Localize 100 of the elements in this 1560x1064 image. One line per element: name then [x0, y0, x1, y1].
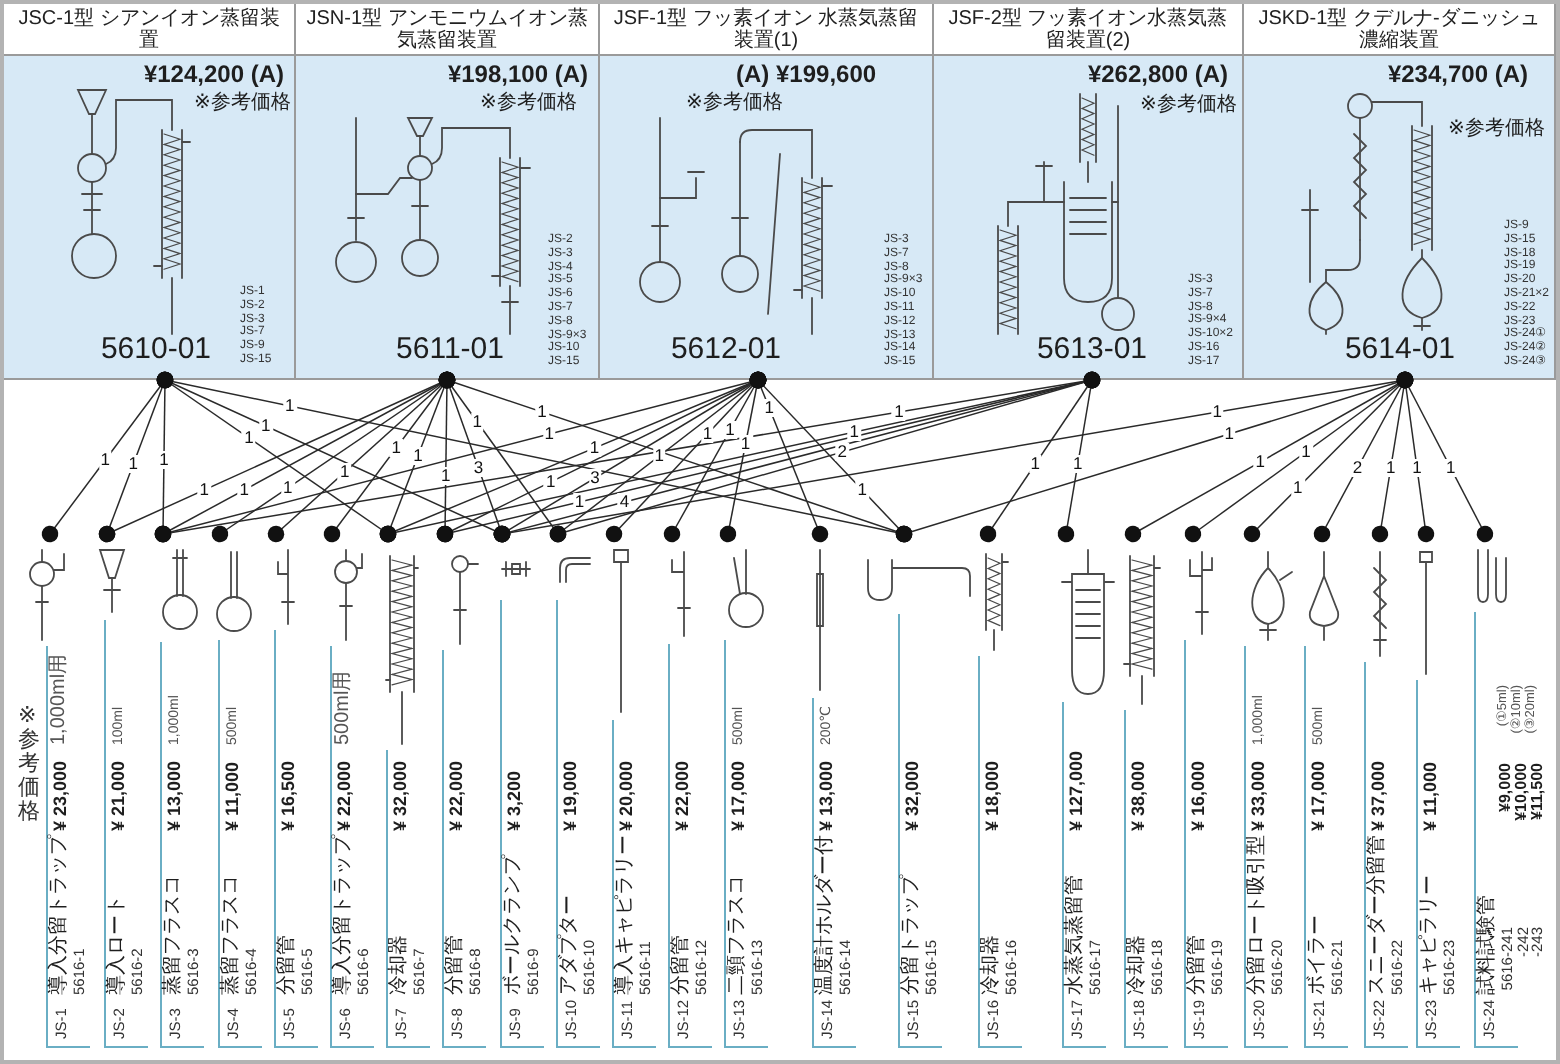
- price-note: ※参考価格: [1140, 94, 1237, 118]
- price: ¥ 18,000: [982, 760, 1004, 831]
- panel-title: JSKD-1型 クデルナ-ダニッシュ濃縮装置: [1244, 4, 1554, 56]
- part-name: 分留トラップ: [900, 875, 924, 995]
- price: (A) ¥199,600: [736, 60, 877, 88]
- part-name: 分留管: [444, 935, 468, 995]
- edge-label: 1: [738, 435, 753, 453]
- edge-label: 2: [835, 443, 850, 461]
- edge-label: 1: [535, 403, 549, 421]
- price: ¥ 13,000: [164, 760, 186, 831]
- part-name: スニーダー分留管: [1366, 835, 1390, 995]
- catalog-number: 5610-01: [100, 332, 212, 366]
- price: ¥ 16,000: [1188, 760, 1210, 831]
- part-name: 分留管: [1186, 935, 1210, 995]
- part-name: 蒸留フラスコ: [162, 875, 186, 995]
- price: ¥ 38,000: [1128, 760, 1150, 831]
- connector-line: [1057, 371, 1101, 543]
- edge-label: 1: [543, 473, 558, 491]
- price: ¥198,100 (A): [447, 60, 588, 88]
- catalog-number: 5613-01: [1036, 332, 1148, 366]
- price-note: ※参考価格: [194, 92, 291, 116]
- edge-label: 1: [237, 481, 251, 499]
- part-name: アダプター: [558, 895, 582, 995]
- price: ¥ 22,000: [672, 760, 694, 831]
- panel-title: JSC-1型 シアンイオン蒸留装置: [4, 4, 294, 56]
- price: ¥ 11,000: [1420, 761, 1442, 831]
- connector-line: [605, 371, 767, 543]
- price: ¥ 32,000: [390, 760, 412, 831]
- panel-title: JSF-1型 フッ素イオン 水蒸気蒸留装置(1): [600, 4, 932, 56]
- part-name: 導入分留トラップ: [332, 835, 356, 995]
- apparatus-panel: [4, 4, 296, 380]
- apparatus-panel: [934, 4, 1244, 380]
- part-name: 導入ロート: [106, 895, 130, 995]
- edge-label: 1: [470, 413, 484, 431]
- edge-label: 1: [411, 447, 425, 465]
- edge-label: 1: [1222, 425, 1237, 443]
- price: ¥ 20,000: [616, 760, 638, 831]
- price-note: ※参考価格: [480, 92, 577, 116]
- edge-label: 1: [652, 447, 666, 465]
- edge-label: 1: [126, 455, 141, 473]
- price: ¥ 3,200: [504, 770, 526, 831]
- edge-label: 1: [1253, 453, 1267, 471]
- price: ¥ 37,000: [1368, 760, 1390, 831]
- panel-title: JSN-1型 アンモニウムイオン蒸気蒸留装置: [296, 4, 598, 56]
- part-name: 分留ロート吸引型: [1246, 835, 1270, 995]
- price: ¥262,800 (A): [1087, 60, 1228, 88]
- price: ¥ 13,000: [816, 760, 838, 831]
- apparatus-panel: [1244, 4, 1556, 380]
- panel-title: JSF-2型 フッ素イオン水蒸気蒸留装置(2): [934, 4, 1242, 56]
- edge-label: 1: [439, 467, 453, 485]
- edge-label: 1: [258, 417, 273, 435]
- edge-label: 1: [572, 493, 587, 511]
- edge-label: 1: [892, 403, 906, 421]
- price: ¥ 22,000: [446, 760, 468, 831]
- edge-label: 2: [1350, 459, 1365, 477]
- price: ¥9,000 ¥10,000 ¥11,500: [1498, 763, 1546, 825]
- edge-label: 1: [1290, 479, 1305, 497]
- edge-label: 1: [587, 439, 602, 457]
- edge-label: 1: [281, 479, 295, 497]
- price: ¥ 16,500: [278, 760, 300, 831]
- edge-label: 3: [471, 459, 486, 477]
- price: ¥ 22,000: [334, 760, 356, 831]
- price-note: ※参考価格: [686, 92, 783, 116]
- part-name: 蒸留フラスコ: [220, 875, 244, 995]
- price: ¥ 19,000: [560, 760, 582, 831]
- price: ¥ 127,000: [1066, 750, 1088, 831]
- apparatus-panel: [600, 4, 934, 380]
- edge-label: 1: [338, 463, 352, 481]
- edge-label: 4: [617, 493, 632, 511]
- edge-label: 1: [1383, 459, 1398, 477]
- connector-line: [267, 371, 456, 543]
- edge-label: 1: [847, 423, 861, 441]
- price: ¥ 21,000: [108, 760, 130, 831]
- part-name: 導入キャピラリー: [614, 835, 638, 995]
- part-name: ボールクランプ: [502, 855, 526, 995]
- part-name: 冷却器: [1126, 935, 1150, 995]
- edge-label: 1: [1028, 455, 1042, 473]
- price: ¥ 11,000: [222, 761, 244, 831]
- edge-label: 1: [157, 451, 171, 469]
- part-name: 分留管: [670, 935, 694, 995]
- part-name: 導入分留トラップ: [48, 835, 72, 995]
- edge-label: 1: [389, 439, 403, 457]
- catalog-number: 5614-01: [1344, 332, 1456, 366]
- apparatus-panel: [296, 4, 600, 380]
- price: ¥234,700 (A): [1387, 60, 1528, 88]
- part-name: ボイラー: [1306, 915, 1330, 995]
- edge-label: 3: [588, 469, 602, 487]
- edge-label: 1: [1210, 403, 1225, 421]
- edge-label: 1: [762, 399, 776, 417]
- edge-label: 1: [1071, 455, 1085, 473]
- catalog-number: 5612-01: [670, 332, 782, 366]
- edge-label: 1: [1443, 459, 1458, 477]
- edge-label: 1: [283, 397, 297, 415]
- edge-label: 1: [855, 481, 869, 499]
- part-name: キャピラリー: [1418, 875, 1442, 995]
- connector-line: [1396, 371, 1494, 543]
- edge-label: 1: [242, 429, 256, 447]
- edge-label: 1: [1299, 443, 1313, 461]
- part-name: 温度計ホルダー付: [814, 835, 838, 995]
- part-name: 水蒸気蒸留管: [1064, 875, 1088, 995]
